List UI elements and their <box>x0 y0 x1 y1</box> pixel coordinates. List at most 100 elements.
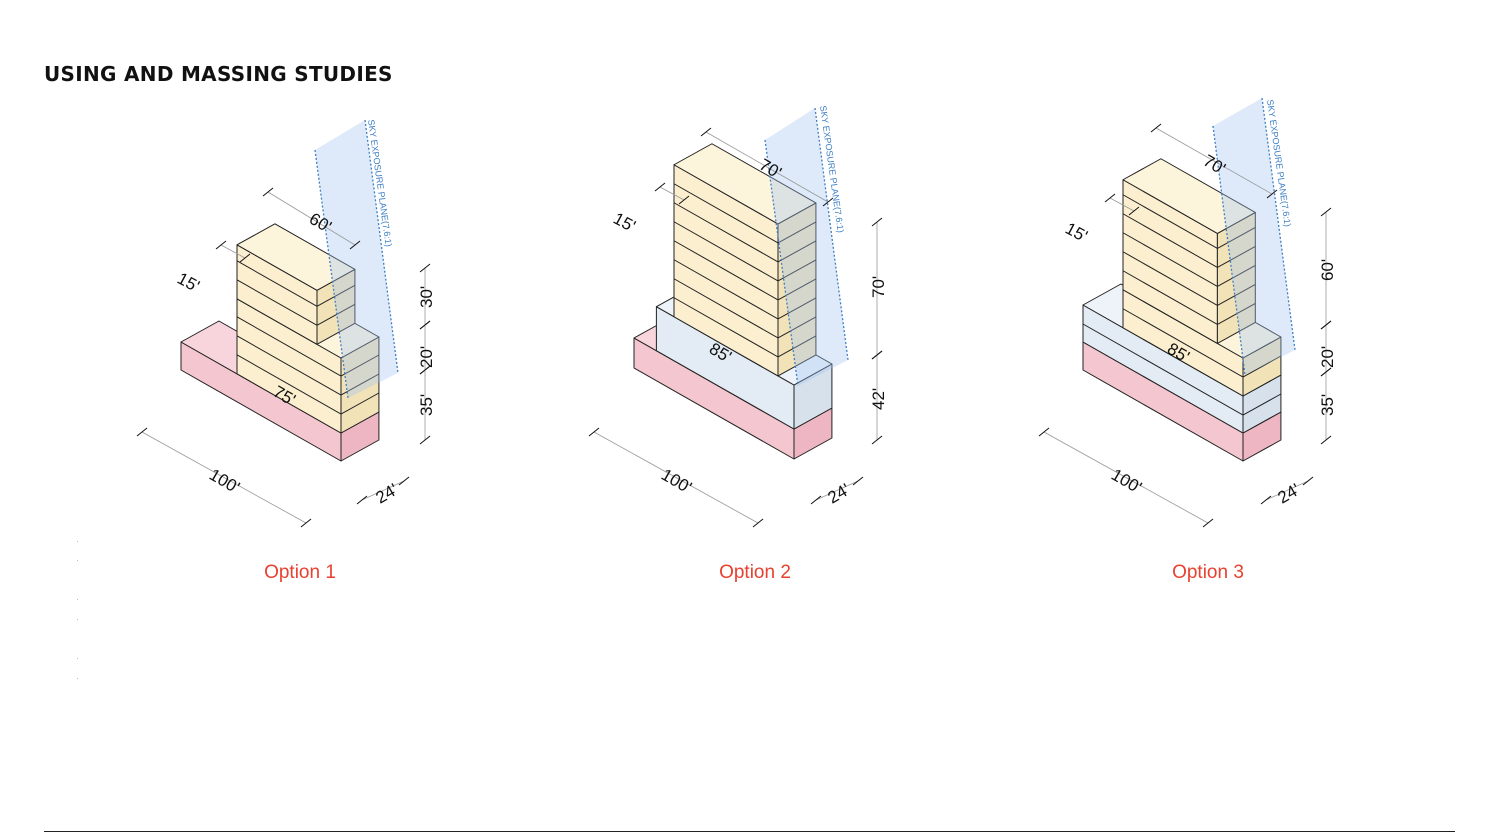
sky-exposure-plane <box>1213 98 1295 375</box>
dimension-tick <box>654 182 666 192</box>
floor-line <box>673 183 817 244</box>
dimension-tick <box>1320 367 1332 377</box>
floor-line <box>236 279 356 326</box>
dimension-line <box>1155 127 1273 195</box>
dimension-line <box>361 480 405 501</box>
dimension-tick <box>1320 435 1332 445</box>
dimension-tick <box>1104 193 1116 203</box>
dimension-tick <box>1320 207 1332 217</box>
floor-line <box>1122 308 1282 378</box>
dim-setback: 15' <box>610 209 638 236</box>
dimension-tick <box>1128 206 1140 216</box>
dim-setback: 15' <box>174 269 202 296</box>
dimension-tick <box>852 476 864 486</box>
dimension-tick <box>419 263 431 273</box>
dimension-tick <box>262 187 274 197</box>
dimension-tick <box>1260 495 1272 505</box>
dimension-tick <box>588 427 600 437</box>
dim-height-1: 30' <box>417 286 436 308</box>
dim-height-1: 70' <box>869 276 888 298</box>
dimension-tick <box>1320 320 1332 330</box>
dim-height-3: 35' <box>1318 394 1337 416</box>
sky-plane-edge <box>764 139 799 387</box>
floor-line <box>1122 270 1256 326</box>
dimension-line <box>141 431 307 524</box>
dimension-tick <box>1302 476 1314 486</box>
dimension-tick <box>398 476 410 486</box>
dim-depth: 24' <box>825 480 854 508</box>
dimension-tick <box>356 495 368 505</box>
dimension-tick <box>871 217 883 227</box>
page-title: USING AND MASSING STUDIES <box>44 62 393 86</box>
floor-line <box>673 202 817 263</box>
dimension-tick <box>871 435 883 445</box>
marker-dot <box>77 658 78 659</box>
dimension-line <box>659 186 685 201</box>
floor-line <box>236 316 380 377</box>
tower-top <box>673 143 817 225</box>
dim-length: 100' <box>658 465 695 497</box>
dimension-tick <box>419 320 431 330</box>
dimension-line <box>1109 197 1135 212</box>
marker-dot <box>77 599 78 600</box>
footer-rule <box>44 831 1455 832</box>
floor-line <box>673 221 817 282</box>
floor-line <box>236 260 356 307</box>
massing-geometry <box>180 97 1296 462</box>
dimension-tick <box>678 195 690 205</box>
floor-line <box>673 297 817 358</box>
dimension-tick <box>300 518 312 528</box>
sky-plane-edge <box>1212 125 1246 376</box>
dimension-line <box>1043 431 1209 524</box>
dimension-tick <box>1266 189 1278 199</box>
dimension-tick <box>349 240 361 250</box>
dimension-tick <box>1202 518 1214 528</box>
dim-length: 100' <box>206 465 243 497</box>
floor-line <box>1082 323 1282 416</box>
dimension-tick <box>810 495 822 505</box>
floor-line <box>236 335 380 396</box>
marker-dot <box>77 541 78 542</box>
floor-line <box>236 354 380 415</box>
marker-dot <box>77 560 78 561</box>
option-2-label: Option 2 <box>719 562 791 583</box>
floor-line <box>1122 251 1256 307</box>
floor-line <box>673 240 817 301</box>
dimension-tick <box>215 240 227 250</box>
dim-length: 100' <box>1108 465 1145 497</box>
dimension-lines <box>136 123 1332 528</box>
floor-line <box>1122 232 1256 288</box>
dimension-tick <box>1150 123 1162 133</box>
sky-exposure-plane <box>315 120 398 398</box>
floor-line <box>1122 194 1256 250</box>
dimension-line <box>593 431 759 524</box>
dimension-tick <box>871 350 883 360</box>
dimension-line <box>815 480 859 501</box>
dimension-tick <box>822 197 834 207</box>
dimension-tick <box>136 427 148 437</box>
floor-line <box>1122 213 1256 269</box>
dimension-tick <box>700 127 712 137</box>
dimension-line <box>1265 480 1309 501</box>
option-1-label: Option 1 <box>264 562 336 583</box>
sky-plane-edge <box>314 149 349 399</box>
dim-height-3: 35' <box>417 394 436 416</box>
dimension-tick <box>419 435 431 445</box>
dimension-line <box>267 191 356 246</box>
dim-depth: 24' <box>1275 480 1304 508</box>
dim-height-2: 20' <box>1318 346 1337 368</box>
marker-dot <box>77 619 78 620</box>
dim-height-2: 20' <box>417 346 436 368</box>
dim-height-1: 60' <box>1318 259 1337 281</box>
dimension-line <box>705 131 829 203</box>
dim-height-2: 42' <box>869 388 888 410</box>
sky-plane-edge <box>364 119 399 374</box>
tower-upper-top <box>236 223 356 291</box>
dimension-tick <box>752 518 764 528</box>
dimension-line <box>220 244 246 259</box>
option-3-label: Option 3 <box>1172 562 1244 583</box>
dimension-tick <box>239 253 251 263</box>
dimension-tick <box>419 365 431 375</box>
dim-setback: 15' <box>1062 219 1090 246</box>
floor-line <box>673 278 817 339</box>
